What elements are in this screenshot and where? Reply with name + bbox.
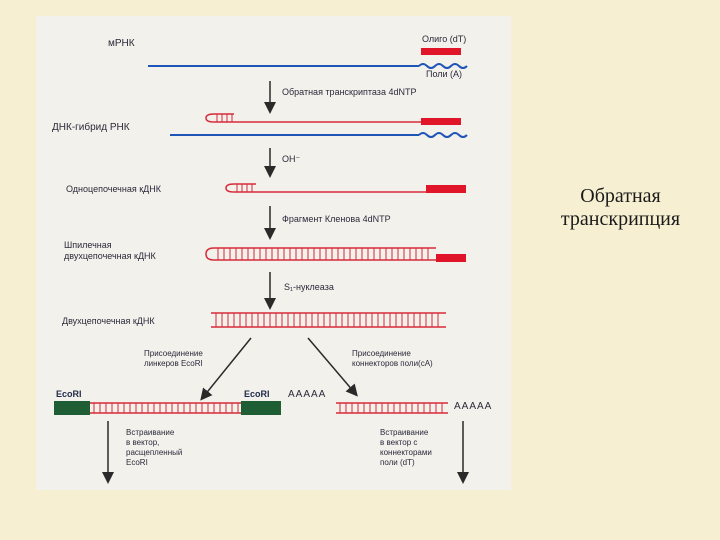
mrna-label: мРНК bbox=[108, 38, 135, 49]
single-strand-hairpin-pairs bbox=[236, 184, 253, 192]
linkers-label-line2: линкеров EcoRI bbox=[144, 359, 203, 368]
hairpin-label-line1: Шпилечная bbox=[64, 240, 112, 250]
dna-rna-hybrid-label: ДНК-гибрид РНК bbox=[52, 122, 130, 133]
hairpin-label-line2: двухцепочечная кДНК bbox=[64, 251, 156, 261]
hairpin-base-pairs bbox=[217, 248, 429, 260]
hairpin-cdna-strands bbox=[205, 247, 436, 261]
hybrid-base-pairs bbox=[216, 114, 233, 122]
single-strand-cdna-label: Одноцепочечная кДНК bbox=[66, 184, 161, 194]
vector-right-line3: коннекторами bbox=[380, 448, 432, 457]
vector-right-line1: Встраивание bbox=[380, 428, 429, 437]
diagram-graphics bbox=[54, 48, 469, 484]
aaaaa-left-label: AAAAA bbox=[288, 389, 327, 400]
branch-arrow-right bbox=[307, 337, 358, 397]
reverse-transcription-diagram: мРНК Олиго (dT) Поли (А) Обратная транск… bbox=[36, 16, 511, 490]
ecori-left-label: EcoRI bbox=[56, 389, 82, 399]
poly-a-label: Поли (А) bbox=[426, 69, 463, 79]
single-strand-primer bbox=[426, 185, 466, 193]
ecori-linker-left bbox=[54, 401, 90, 415]
oligo-dt-primer bbox=[421, 48, 461, 55]
ecori-linker-right bbox=[241, 401, 281, 415]
slide-title-line1: Обратная bbox=[580, 185, 661, 207]
vector-right-line4: поли (dT) bbox=[380, 458, 415, 467]
poly-a-tail bbox=[418, 63, 468, 69]
slide-title-line2: транскрипция bbox=[560, 208, 681, 230]
tailed-cdna-base-pairs bbox=[339, 403, 443, 413]
aaaaa-right-label: AAAAA bbox=[454, 401, 493, 412]
vector-left-line2: в вектор, bbox=[126, 438, 160, 447]
reverse-transcriptase-label: Обратная транскриптаза 4dNTP bbox=[282, 87, 417, 97]
oligo-dt-label: Олиго (dT) bbox=[422, 34, 467, 44]
vector-left-line4: EcoRI bbox=[126, 458, 148, 467]
single-strand-cdna bbox=[225, 183, 426, 193]
ds-cdna-base-pairs bbox=[215, 313, 439, 327]
slide-title: Обратная транскрипция bbox=[528, 185, 713, 231]
polyca-label-line1: Присоединение bbox=[352, 349, 411, 358]
hybrid-primer-block bbox=[421, 118, 461, 125]
vector-right-line2: в вектор с bbox=[380, 438, 418, 447]
vector-left-line1: Встраивание bbox=[126, 428, 175, 437]
s1-nuclease-label: S₁-нуклеаза bbox=[284, 282, 334, 292]
hairpin-primer bbox=[436, 254, 466, 262]
linkers-label-line1: Присоединение bbox=[144, 349, 203, 358]
branch-arrow-left bbox=[200, 337, 252, 401]
ecori-right-label: EcoRI bbox=[244, 389, 270, 399]
vector-left-line3: расщепленный bbox=[126, 448, 183, 457]
klenow-label: Фрагмент Кленова 4dNTP bbox=[282, 214, 391, 224]
polyca-label-line2: коннекторов поли(cA) bbox=[352, 359, 433, 368]
hybrid-poly-a-tail bbox=[418, 132, 468, 138]
linked-cdna-base-pairs bbox=[93, 403, 239, 413]
oh-label: ОН⁻ bbox=[282, 154, 301, 164]
hybrid-cdna-hook bbox=[205, 113, 421, 123]
double-strand-cdna-label: Двухцепочечная кДНК bbox=[62, 316, 155, 326]
